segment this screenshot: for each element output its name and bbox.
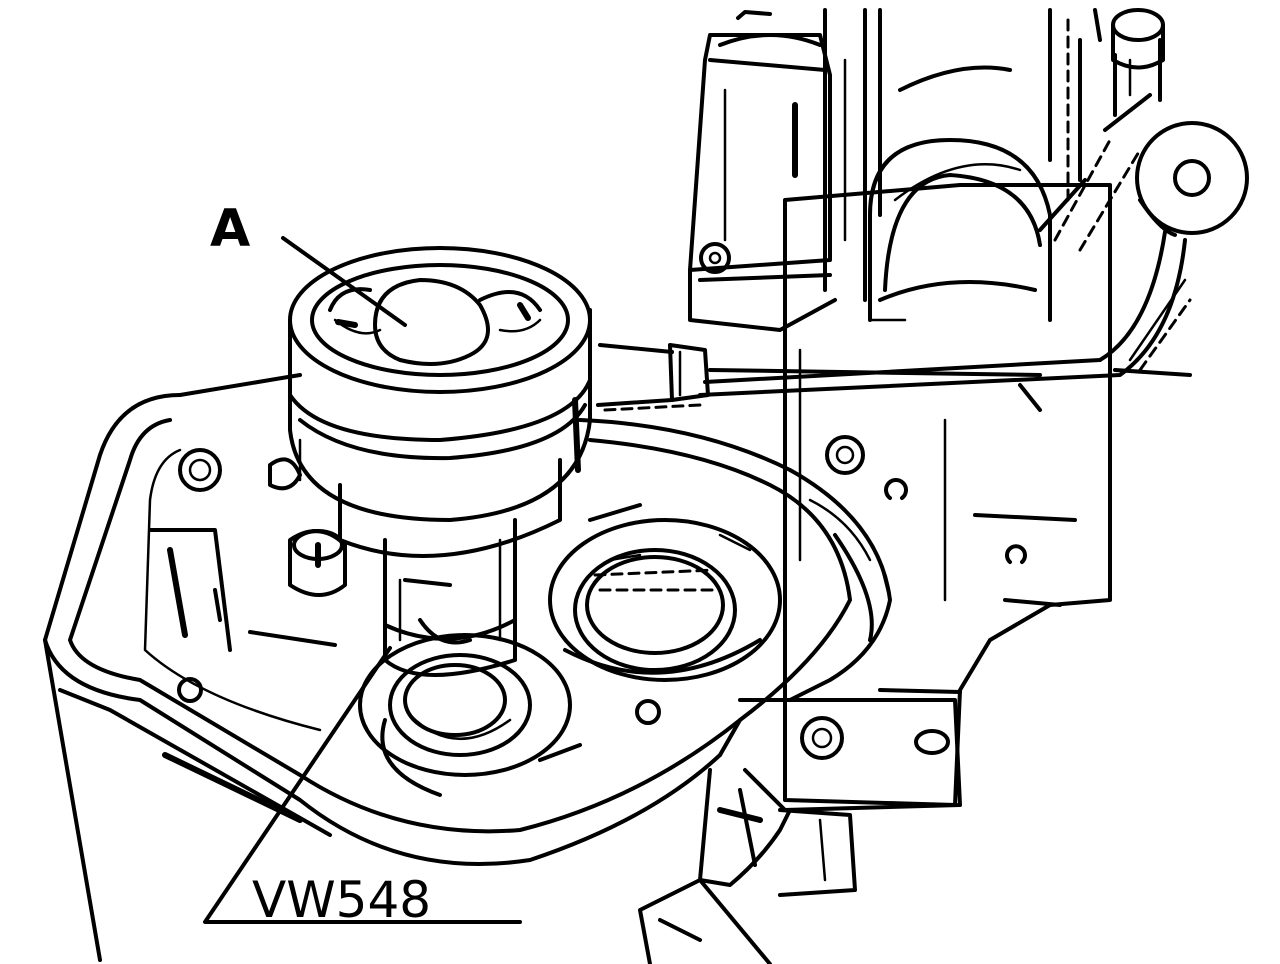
flange-hole-2 [177, 677, 203, 703]
bracket-hole-3 [914, 729, 950, 755]
gauge-roller [1135, 121, 1249, 235]
bracket-bolt-1 [825, 435, 865, 475]
bearing-seat [548, 503, 782, 682]
bracket-bolt-2 [800, 716, 844, 760]
label-part-a: A [210, 199, 250, 259]
leader-line-vw548 [203, 646, 522, 924]
upper-block [688, 10, 837, 332]
lower-stand [638, 768, 857, 964]
upper-block-bolt [699, 242, 731, 274]
leader-lines [203, 236, 522, 924]
flange-hole-3 [635, 699, 661, 725]
transmission-housing [43, 373, 892, 962]
bracket-hole-1 [884, 478, 908, 500]
bracket-hole-2 [1005, 544, 1027, 564]
leader-line-a [281, 236, 407, 327]
dial-gauge-arm [596, 121, 1249, 412]
vent-pipe [1093, 8, 1165, 132]
label-tool-vw548: VW548 [252, 871, 431, 929]
head-center-plug [373, 278, 490, 366]
tool-vw548 [288, 246, 592, 797]
flange-hole-1 [178, 448, 222, 492]
mounting-bracket [738, 183, 1112, 812]
saddle [868, 138, 1142, 322]
support-column [823, 8, 1082, 302]
